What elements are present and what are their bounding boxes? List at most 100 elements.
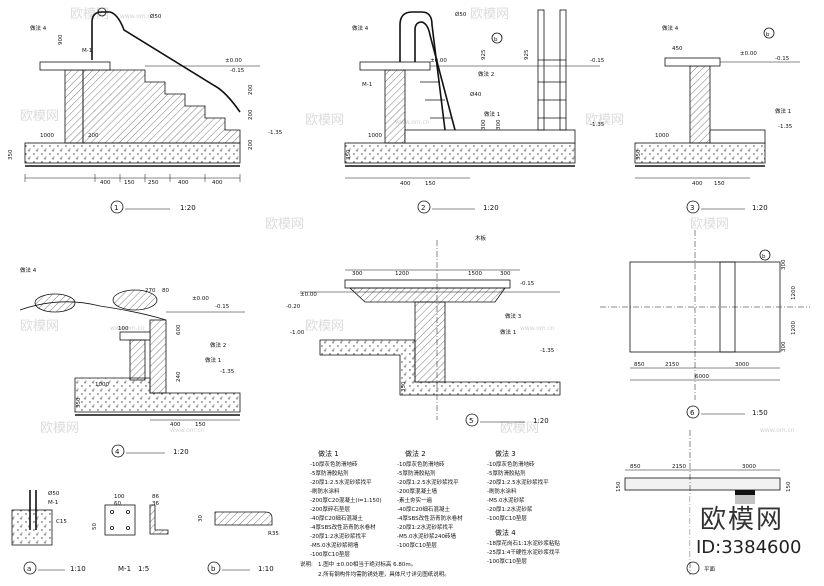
note-line: -5厚防滑胶粘剂 <box>310 469 349 477</box>
callout-label: 做法 4 <box>20 266 37 274</box>
note-line: -M5.0水泥砂浆 <box>487 496 525 504</box>
ladder-rail <box>414 21 456 131</box>
watermark-text: 欧模网 <box>500 421 539 436</box>
level-135: -1.35 <box>778 124 793 130</box>
dim-text: 300 <box>781 259 787 270</box>
level-015: -0.15 <box>590 58 605 64</box>
pool-wall <box>689 65 711 144</box>
level-015: -0.15 <box>230 68 245 74</box>
dim-text: 150 <box>124 180 135 186</box>
dim-text: 400 <box>170 422 181 428</box>
detail-3-wall-section: b 450 1000 400 150 350 ±0.00 -0.15 -1.35… <box>634 24 800 214</box>
dim-text: 3000 <box>742 464 756 470</box>
level-015: -0.15 <box>775 56 790 62</box>
dim-text: 6000 <box>695 374 709 380</box>
rail-elbow <box>97 7 107 17</box>
detail-number-circle <box>111 444 125 458</box>
watermark-text: 欧模网 <box>70 7 109 22</box>
dim-text: 350 <box>346 149 352 160</box>
note-line: -20厚1:2.5水泥砂浆找平 <box>487 478 549 486</box>
dim-text: 150 <box>425 181 436 187</box>
base-plate <box>104 504 136 536</box>
notes-col-3: 做法 3 -10厚灰色防滑地砖 -5厚防滑胶粘剂 -20厚1:2.5水泥砂浆找平… <box>487 449 549 522</box>
dim-text: 86 <box>152 494 159 500</box>
dim-text: 350 <box>636 149 642 160</box>
note-line: -5厚防滑胶粘剂 <box>487 469 526 477</box>
ladder-rail <box>399 11 446 131</box>
dim-text: 300 <box>496 119 502 130</box>
base-slab <box>344 142 576 164</box>
watermark-text: 欧模网 <box>690 217 729 232</box>
detail-scale: 1:10 <box>258 565 274 573</box>
watermark-url: www.om.cn <box>520 325 555 332</box>
dim-text: 60 <box>114 501 121 507</box>
watermark-url: www.om.cn <box>110 325 145 332</box>
callout-label: 做法 1 <box>775 107 791 115</box>
callout-label: M-1 <box>82 48 92 54</box>
watermark-text: 欧模网 <box>265 217 304 232</box>
note-line: -10厚灰色防滑地砖 <box>397 460 445 468</box>
dim-text: 400 <box>212 180 223 186</box>
construction-notes: 做法 1 -10厚灰色防滑地砖 -5厚防滑胶粘剂 -20厚1:2.5水泥砂浆找平… <box>300 449 560 578</box>
detail-number-circle <box>417 200 431 214</box>
callout-label: 做法 2 <box>478 70 494 78</box>
dim-text: 150 <box>714 181 725 187</box>
watermark-url: www.om.cn <box>395 119 430 126</box>
support-column <box>414 301 446 383</box>
dim-text: 270 <box>145 288 156 294</box>
note-line: -20厚1:2.5水泥砂浆找平 <box>397 478 459 486</box>
note-line: -10厚灰色防滑地砖 <box>487 460 535 468</box>
level-015: -0.15 <box>215 304 230 310</box>
callout-label: M-1 <box>362 82 372 88</box>
dim-text: 300 <box>781 341 787 352</box>
watermark-text: 欧模网 <box>470 7 509 22</box>
callout-b: b <box>762 254 766 260</box>
detail-number-circle <box>207 561 221 575</box>
dim-text: 400 <box>178 180 189 186</box>
note-line: -100厚C10垫层 <box>487 514 527 522</box>
strip-outline <box>624 477 781 491</box>
detail-number-circle <box>110 200 124 214</box>
rail-diameter: Ø50 <box>150 13 162 20</box>
dim-text: 925 <box>524 49 530 60</box>
callout-label: 做法 1 <box>500 328 516 336</box>
detail-number: 4 <box>115 448 120 456</box>
dim-text: 150 <box>616 481 622 492</box>
detail-number: 3 <box>690 204 694 212</box>
plan-label: 平面 <box>704 566 716 573</box>
riser-dim: 200 <box>248 139 254 150</box>
detail-number-circle <box>686 200 700 214</box>
detail-number: b <box>211 565 216 573</box>
dim-text: 2150 <box>672 464 686 470</box>
dim-text: R35 <box>268 531 279 537</box>
watermark-text: 欧模网 <box>585 113 624 128</box>
detail-number-circle <box>686 561 700 575</box>
detail-6-plan: b 850 2150 3000 6000 1200 1200 300 300 6… <box>600 230 810 419</box>
note-line: -20厚1:2水泥砂浆 <box>487 505 533 513</box>
level-000: ±0.00 <box>740 51 757 57</box>
dim-text: 250 <box>148 180 159 186</box>
dim-text: 30 <box>198 515 204 522</box>
base-slab <box>24 142 241 164</box>
note-line: -素土夯实一遍 <box>397 496 432 504</box>
level-100: -1.00 <box>290 330 305 336</box>
notes-col-2: 做法 2 -10厚灰色防滑地砖 -5厚防滑胶粘剂 -20厚1:2.5水泥砂浆找平… <box>397 449 463 549</box>
dim-text: 1000 <box>368 133 382 139</box>
note-line: -100厚C10垫层 <box>310 550 350 558</box>
dim-text: 1500 <box>468 271 482 277</box>
dim-text: 400 <box>692 181 703 187</box>
note-line: -5厚防滑胶粘剂 <box>397 469 436 477</box>
detail-number: 5 <box>469 417 473 425</box>
watermark-url: www.om.cn <box>760 427 795 434</box>
note-line: -40厚C20细石混凝土 <box>310 514 363 522</box>
dim-text: 36 <box>152 501 159 507</box>
dim-text: 150 <box>195 422 206 428</box>
note-line: -200厚混凝土墙 <box>397 487 437 495</box>
anchor-block <box>11 509 53 546</box>
note-line: -200厚碎石垫层 <box>310 505 350 513</box>
detail-scale: 1:20 <box>483 204 499 212</box>
board-deck <box>344 279 511 289</box>
dim-text: 100 <box>114 494 125 500</box>
note-line: -20厚1:2.5水泥砂浆找平 <box>310 478 372 486</box>
